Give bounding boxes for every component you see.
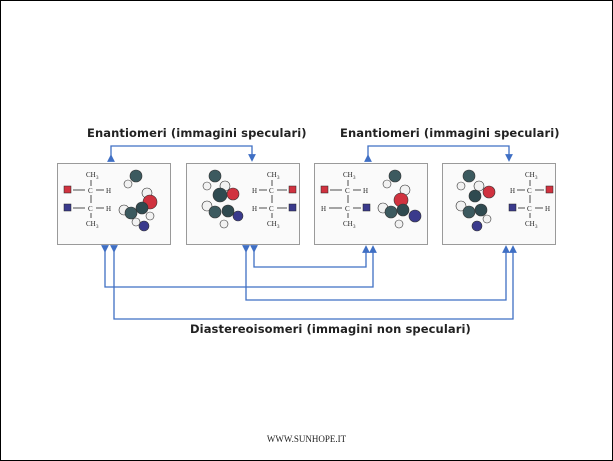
diastereomer-arrow-1-3 xyxy=(101,245,377,288)
svg-text:CH: CH xyxy=(267,171,277,179)
svg-text:3: 3 xyxy=(353,225,356,230)
svg-text:C: C xyxy=(269,205,274,213)
footer-url: WWW.SUNHOPE.IT xyxy=(266,434,347,444)
enantiomers-label-left: Enantiomeri (immagini speculari) xyxy=(87,126,307,140)
svg-text:C: C xyxy=(269,187,274,195)
svg-text:H: H xyxy=(545,205,550,213)
svg-text:C: C xyxy=(527,187,532,195)
diastereomer-arrow-1-4 xyxy=(110,245,517,320)
svg-text:3: 3 xyxy=(96,176,99,181)
svg-text:H: H xyxy=(106,187,111,195)
svg-text:CH: CH xyxy=(267,220,277,228)
svg-text:3: 3 xyxy=(277,225,280,230)
svg-text:CH: CH xyxy=(343,220,353,228)
svg-text:C: C xyxy=(527,205,532,213)
svg-text:CH: CH xyxy=(525,171,535,179)
svg-text:3: 3 xyxy=(353,176,356,181)
svg-text:CH: CH xyxy=(86,171,96,179)
svg-text:3: 3 xyxy=(96,225,99,230)
svg-text:H: H xyxy=(252,187,257,195)
diastereomer-arrow-2-3 xyxy=(250,245,370,268)
enantiomer-arrow-left xyxy=(107,145,256,162)
svg-text:CH: CH xyxy=(343,171,353,179)
diastereomers-label: Diastereoisomeri (immagini non speculari… xyxy=(190,322,471,336)
svg-text:C: C xyxy=(345,187,350,195)
enantiomer-arrow-right xyxy=(364,145,513,162)
svg-text:H: H xyxy=(106,205,111,213)
svg-text:CH: CH xyxy=(525,220,535,228)
svg-text:H: H xyxy=(510,187,515,195)
svg-text:C: C xyxy=(345,205,350,213)
svg-text:C: C xyxy=(88,205,93,213)
svg-text:3: 3 xyxy=(277,176,280,181)
enantiomers-label-right: Enantiomeri (immagini speculari) xyxy=(340,126,560,140)
svg-text:H: H xyxy=(363,187,368,195)
svg-text:H: H xyxy=(252,205,257,213)
svg-text:3: 3 xyxy=(535,225,538,230)
svg-text:H: H xyxy=(321,205,326,213)
svg-text:C: C xyxy=(88,187,93,195)
svg-text:CH: CH xyxy=(86,220,96,228)
svg-text:3: 3 xyxy=(535,176,538,181)
diastereomer-arrow-2-4 xyxy=(242,245,510,301)
